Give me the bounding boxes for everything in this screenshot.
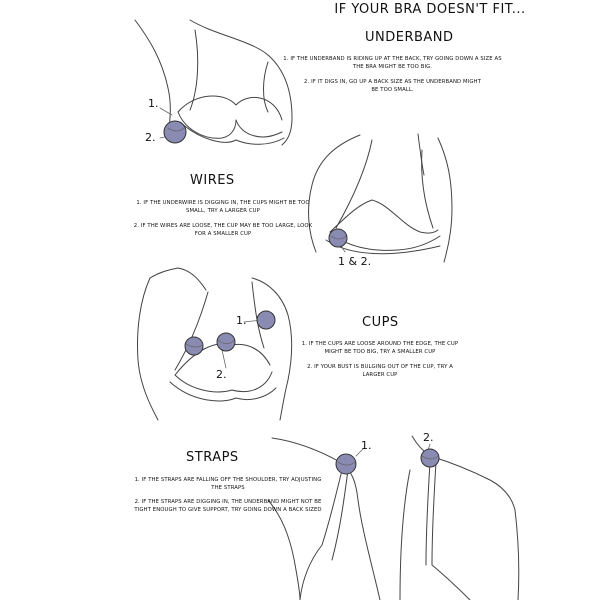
wires-tip-1: 1. IF THE UNDERWIRE IS DIGGING IN, THE C… [136,200,310,214]
underband-illustration [134,19,293,146]
cups-tip-1: 1. IF THE CUPS ARE LOOSE AROUND THE EDGE… [301,341,459,355]
straps-tip-2: 2. IF THE STRAPS ARE DIGGING IN, THE UND… [134,499,322,513]
cups-label-2: 2. [216,368,227,381]
page-title: IF YOUR BRA DOESN'T FIT... [334,2,526,17]
straps-heading: STRAPS [186,450,239,465]
straps-marker-1 [335,453,357,475]
cups-marker-2a [184,336,204,356]
underband-tip-2: 2. IF IT DIGS IN, GO UP A BACK SIZE AS T… [304,79,481,93]
wires-illustration [308,133,453,263]
cups-marker-2b [216,332,236,352]
straps-marker-2 [420,448,440,468]
straps-label-1: 1. [361,439,372,452]
wires-tip-2: 2. IF THE WIRES ARE LOOSE, THE CUP MAY B… [133,223,313,237]
underband-tip-1: 1. IF THE UNDERBAND IS RIDING UP AT THE … [283,56,502,70]
underband-label-1: 1. [148,97,159,110]
cups-heading: CUPS [362,315,399,330]
cups-label-1: 1. [236,314,247,327]
straps-label-2: 2. [423,431,434,444]
straps-illustration-2 [399,435,520,600]
underband-marker [163,120,187,144]
cups-tip-2: 2. IF YOUR BUST IS BULGING OUT OF THE CU… [307,364,453,378]
cups-illustration [137,267,293,421]
underband-label-2: 2. [145,131,156,144]
straps-illustration-1 [267,437,381,600]
underband-heading: UNDERBAND [365,30,454,45]
wires-label: 1 & 2. [338,255,372,268]
cups-marker-1 [256,310,276,330]
wires-heading: WIRES [190,173,235,188]
wires-marker [328,228,348,248]
straps-tip-1: 1. IF THE STRAPS ARE FALLING OFF THE SHO… [134,477,322,491]
